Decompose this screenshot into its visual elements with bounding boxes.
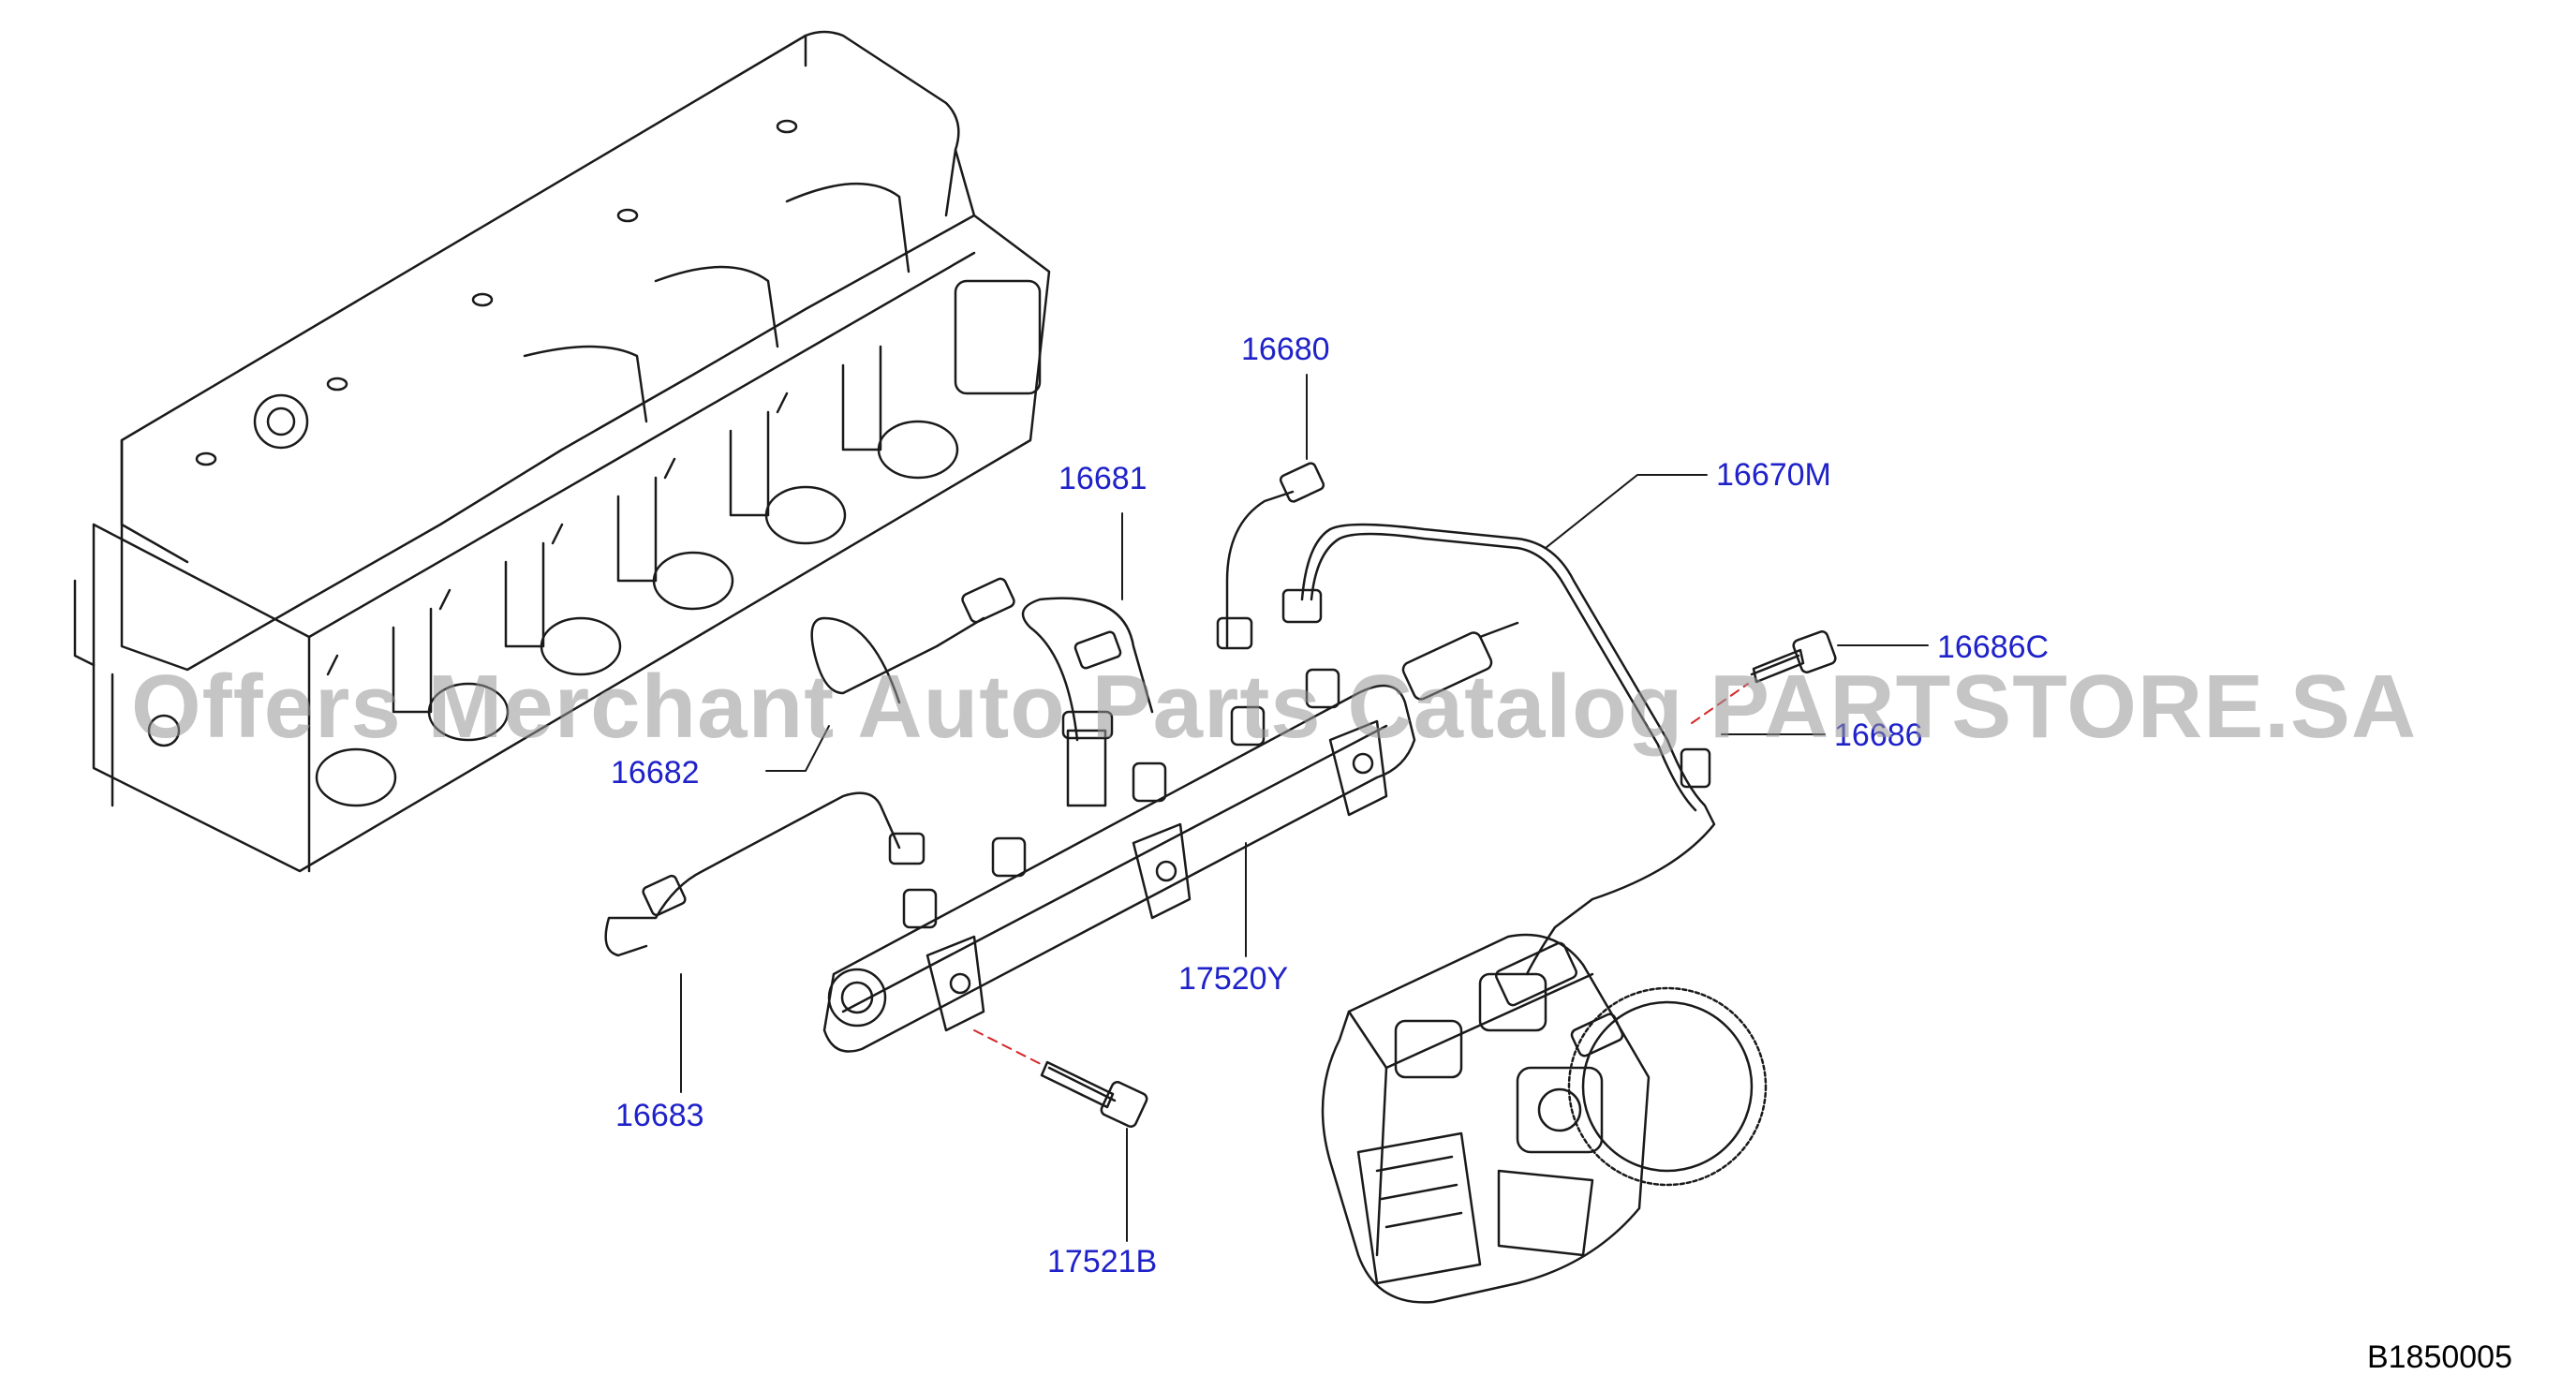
part-label-17521B[interactable]: 17521B	[1047, 1244, 1158, 1279]
bolt-16686C-illustration	[1691, 630, 1837, 724]
part-label-16686C[interactable]: 16686C	[1937, 629, 2050, 665]
cylinder-head-illustration	[73, 30, 1051, 873]
part-label-16680[interactable]: 16680	[1241, 332, 1330, 367]
part-label-17520Y[interactable]: 17520Y	[1178, 961, 1289, 997]
part-label-16686[interactable]: 16686	[1834, 717, 1923, 753]
injection-pipes-illustration	[604, 462, 1716, 976]
watermark-text: Offers Merchant Auto Parts Catalog PARTS…	[131, 657, 2418, 757]
part-label-16681[interactable]: 16681	[1059, 461, 1147, 496]
part-label-16682[interactable]: 16682	[611, 755, 700, 791]
part-label-16670M[interactable]: 16670M	[1716, 457, 1831, 493]
fuel-rail-illustration	[822, 621, 1519, 1053]
leader-lines	[680, 374, 1929, 1242]
diagram-code: B1850005	[2366, 1339, 2512, 1375]
leader-16682	[765, 725, 830, 772]
fuel-pump-illustration	[1321, 933, 1768, 1304]
leader-16670M	[1545, 474, 1708, 549]
part-label-16683[interactable]: 16683	[615, 1098, 704, 1133]
bolt-17521B-illustration	[973, 1029, 1148, 1128]
